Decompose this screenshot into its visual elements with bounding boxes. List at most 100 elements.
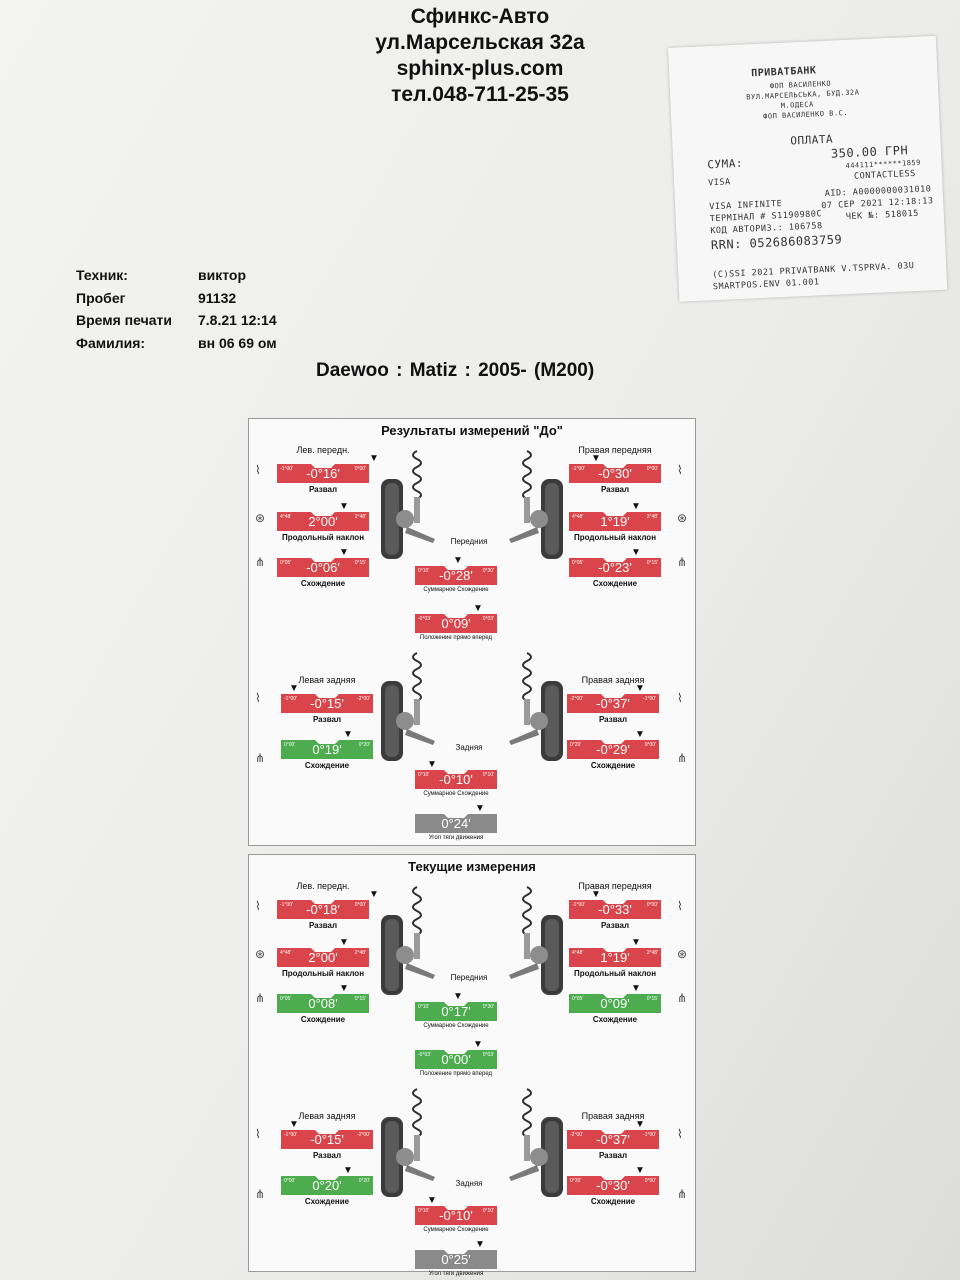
arrow-down-icon: ▼ (475, 1239, 485, 1250)
gauge-limit-low: 4°48' (572, 950, 584, 956)
gauge-limit-high: 0°30' (482, 568, 494, 574)
gauge-bar (567, 1176, 659, 1195)
gauge-limit-low: 0°00' (284, 1178, 296, 1184)
wheel-diagram-icon: ⌇ (677, 691, 683, 705)
gauge-limit-high: 0°10' (482, 772, 494, 778)
gauge-front-right-camber: Правая передняя▼-1°00'0°00'-0°33'Развал (569, 881, 661, 930)
vehicle-title: Daewoo : Matiz : 2005- (M200) (316, 360, 595, 381)
front-right-suspension-diagram (509, 450, 563, 559)
gauge-bar-wrap (569, 900, 661, 919)
front-right-suspension-diagram (509, 886, 563, 995)
gauge-rear-right-toe: ▼0°20'0°00'-0°29'Схождение (567, 721, 659, 770)
arrow-down-icon: ▼ (631, 501, 641, 512)
gauge-value: -0°18' (306, 902, 340, 917)
gauge-value: -0°30' (598, 466, 632, 481)
gauge-bar-wrap (415, 1250, 497, 1269)
gauge-bar (281, 1130, 373, 1149)
gauge-bar-wrap (415, 1002, 497, 1021)
gauge-limit-high: 0°00' (646, 902, 658, 908)
gauge-value: -0°37' (596, 1132, 630, 1147)
gauge-value: 1°19' (600, 950, 630, 965)
gauge-value: -0°06' (306, 560, 340, 575)
arrow-down-icon: ▼ (473, 603, 483, 614)
gauge-bar (567, 694, 659, 713)
arrow-down-icon: ▼ (339, 983, 349, 994)
gauge-bar (415, 566, 497, 585)
gauge-limit-low: -1°00' (572, 466, 585, 472)
arrow-down-icon: ▼ (631, 547, 641, 558)
gauge-value: -0°15' (310, 696, 344, 711)
arrow-down-icon: ▼ (289, 683, 299, 694)
gauge-limit-high: 0°30' (482, 1004, 494, 1010)
gauge-front-total-toe: ▼0°10'0°30'-0°28'Суммарное Схождение (415, 547, 497, 593)
gauge-bar-wrap (415, 814, 497, 833)
gauge-limit-high: 0°15' (646, 560, 658, 566)
gauge-limit-low: 0°10' (418, 568, 430, 574)
gauge-bar (277, 948, 369, 967)
gauge-bar-wrap (569, 464, 661, 483)
gauge-caption: Развал (598, 1151, 628, 1160)
arrow-down-icon: ▼ (635, 683, 645, 694)
gauge-caption: Развал (600, 485, 630, 494)
gauge-value: -0°33' (598, 902, 632, 917)
gauge-rear-left-toe: ▼0°00'0°20'0°20'Схождение (281, 1157, 373, 1206)
info-row: Техник:виктор (76, 264, 277, 287)
gauge-limit-low: -1°00' (284, 1132, 297, 1138)
wheel-diagram-icon: ⋔ (677, 751, 688, 765)
gauge-limit-low: 0°05' (280, 560, 292, 566)
panel-before: Результаты измерений "До"⌇⊛⋔⌇⊛⋔⌇⋔⌇⋔Лев. … (248, 418, 696, 846)
gauge-limit-low: 0°05' (280, 996, 292, 1002)
gauge-limit-high: 0°15' (354, 996, 366, 1002)
gauge-label: Правая передняя (578, 445, 652, 455)
gauge-limit-high: 0°15' (354, 560, 366, 566)
receipt-line: ВУЛ.МАРСЕЛЬСЬКА, БУД.32А (746, 88, 860, 102)
wheel-diagram-icon: ⋔ (677, 991, 688, 1005)
gauge-caption: Продольный наклон (281, 969, 365, 978)
gauge-limit-high: 0°15' (646, 996, 658, 1002)
gauge-bar-wrap (415, 1050, 497, 1069)
gauge-bar (277, 900, 369, 919)
arrow-down-icon: ▼ (635, 1119, 645, 1130)
gauge-limit-low: 4°48' (280, 514, 292, 520)
gauge-label: Лев. передн. (296, 445, 350, 455)
wheel-diagram-icon: ⌇ (677, 899, 683, 913)
panel-current: Текущие измерения⌇⊛⋔⌇⊛⋔⌇⋔⌇⋔Лев. передн.▼… (248, 854, 696, 1277)
arrow-down-icon: ▼ (339, 937, 349, 948)
gauge-limit-high: 0°00' (354, 466, 366, 472)
gauge-bar (415, 1002, 497, 1021)
gauge-bar-wrap (281, 740, 373, 759)
receipt-sum-value: 350.00 ГРН (830, 143, 909, 161)
gauge-caption: Развал (308, 485, 338, 494)
gauge-caption: Схождение (304, 761, 350, 770)
gauge-caption: Суммарное Схождение (423, 587, 489, 593)
gauge-bar (277, 512, 369, 531)
gauge-caption: Развал (312, 715, 342, 724)
arrow-down-icon: ▼ (631, 983, 641, 994)
info-value: виктор (198, 267, 246, 283)
gauge-bar (569, 558, 661, 577)
gauge-limit-low: -0°03' (418, 616, 431, 622)
arrow-down-icon: ▼ (369, 889, 379, 900)
gauge-value: 0°08' (308, 996, 338, 1011)
arrow-down-icon: ▼ (339, 501, 349, 512)
gauge-limit-low: 4°48' (280, 950, 292, 956)
gauge-front-right-toe: ▼0°05'0°15'-0°23'Схождение (569, 539, 661, 588)
company-site: sphinx-plus.com (396, 57, 564, 80)
gauge-rear-total-toe: ▼0°10'0°10'-0°10'Суммарное Схождение (415, 751, 497, 797)
arrow-down-icon: ▼ (427, 1195, 437, 1206)
gauge-bar (569, 512, 661, 531)
wheel-diagram-icon: ⋔ (255, 751, 266, 765)
arrow-down-icon: ▼ (591, 889, 601, 900)
gauge-limit-low: -2°00' (570, 1132, 583, 1138)
gauge-limit-high: 2°48' (354, 950, 366, 956)
panel-title: Результаты измерений "До" (381, 423, 563, 438)
wheel-diagram-icon: ⌇ (255, 691, 261, 705)
gauge-value: 0°25' (441, 1252, 471, 1267)
gauge-limit-low: 0°20' (570, 1178, 582, 1184)
gauge-value: -0°16' (306, 466, 340, 481)
rear-left-suspension-diagram (381, 1088, 435, 1197)
arrow-down-icon: ▼ (631, 937, 641, 948)
gauge-limit-high: 2°48' (646, 950, 658, 956)
gauge-steering-straight: ▼-0°03'0°03'0°09'Положение прямо вперед (415, 595, 497, 641)
